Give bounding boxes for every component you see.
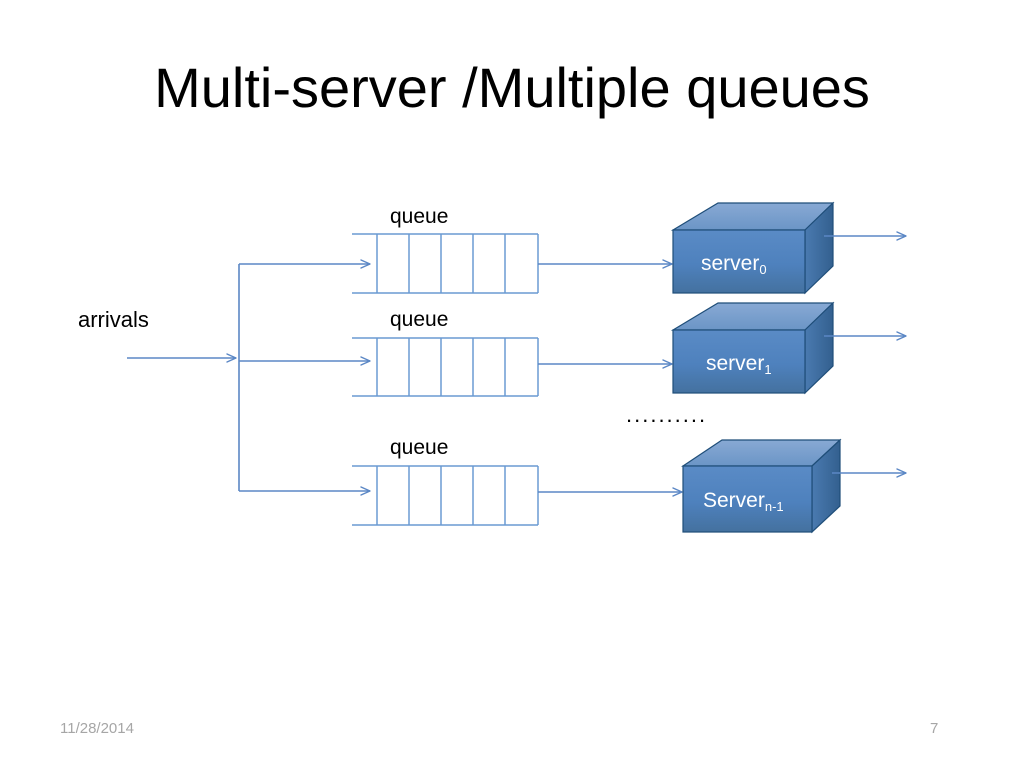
server-label-subscript-1: 1 bbox=[764, 362, 772, 377]
page-title: Multi-server /Multiple queues bbox=[154, 56, 870, 119]
server-box-0 bbox=[670, 201, 835, 295]
servers-ellipsis: .......... bbox=[626, 402, 708, 427]
queue-box-2 bbox=[352, 465, 539, 526]
server-label-subscript-0: 0 bbox=[759, 262, 767, 277]
queue-row-0 bbox=[352, 201, 907, 295]
queue-row-1 bbox=[352, 301, 907, 397]
server-label-text-2: Server bbox=[703, 489, 765, 512]
branch-arrows bbox=[239, 259, 371, 496]
footer-page-number: 7 bbox=[930, 720, 939, 737]
server-box-1 bbox=[670, 301, 835, 395]
queue-row-2 bbox=[352, 438, 907, 534]
server-box-2 bbox=[681, 438, 842, 534]
queue-box-1 bbox=[352, 337, 539, 397]
server-label-text-0: server bbox=[701, 252, 760, 275]
queue-box-0 bbox=[352, 233, 539, 294]
queue-label-0: queue bbox=[390, 205, 449, 228]
arrivals-flow bbox=[127, 264, 240, 491]
queue-label-2: queue bbox=[390, 436, 449, 459]
server-label-2: Servern-1 bbox=[703, 489, 784, 513]
footer-date: 11/28/2014 bbox=[60, 720, 134, 737]
server-label-subscript-2: n-1 bbox=[764, 499, 784, 514]
queue-label-1: queue bbox=[390, 308, 449, 331]
server-label-0: server0 bbox=[701, 252, 767, 276]
server-label-text-1: server bbox=[706, 352, 765, 375]
server-label-1: server1 bbox=[706, 352, 772, 376]
arrivals-label: arrivals bbox=[78, 307, 149, 332]
